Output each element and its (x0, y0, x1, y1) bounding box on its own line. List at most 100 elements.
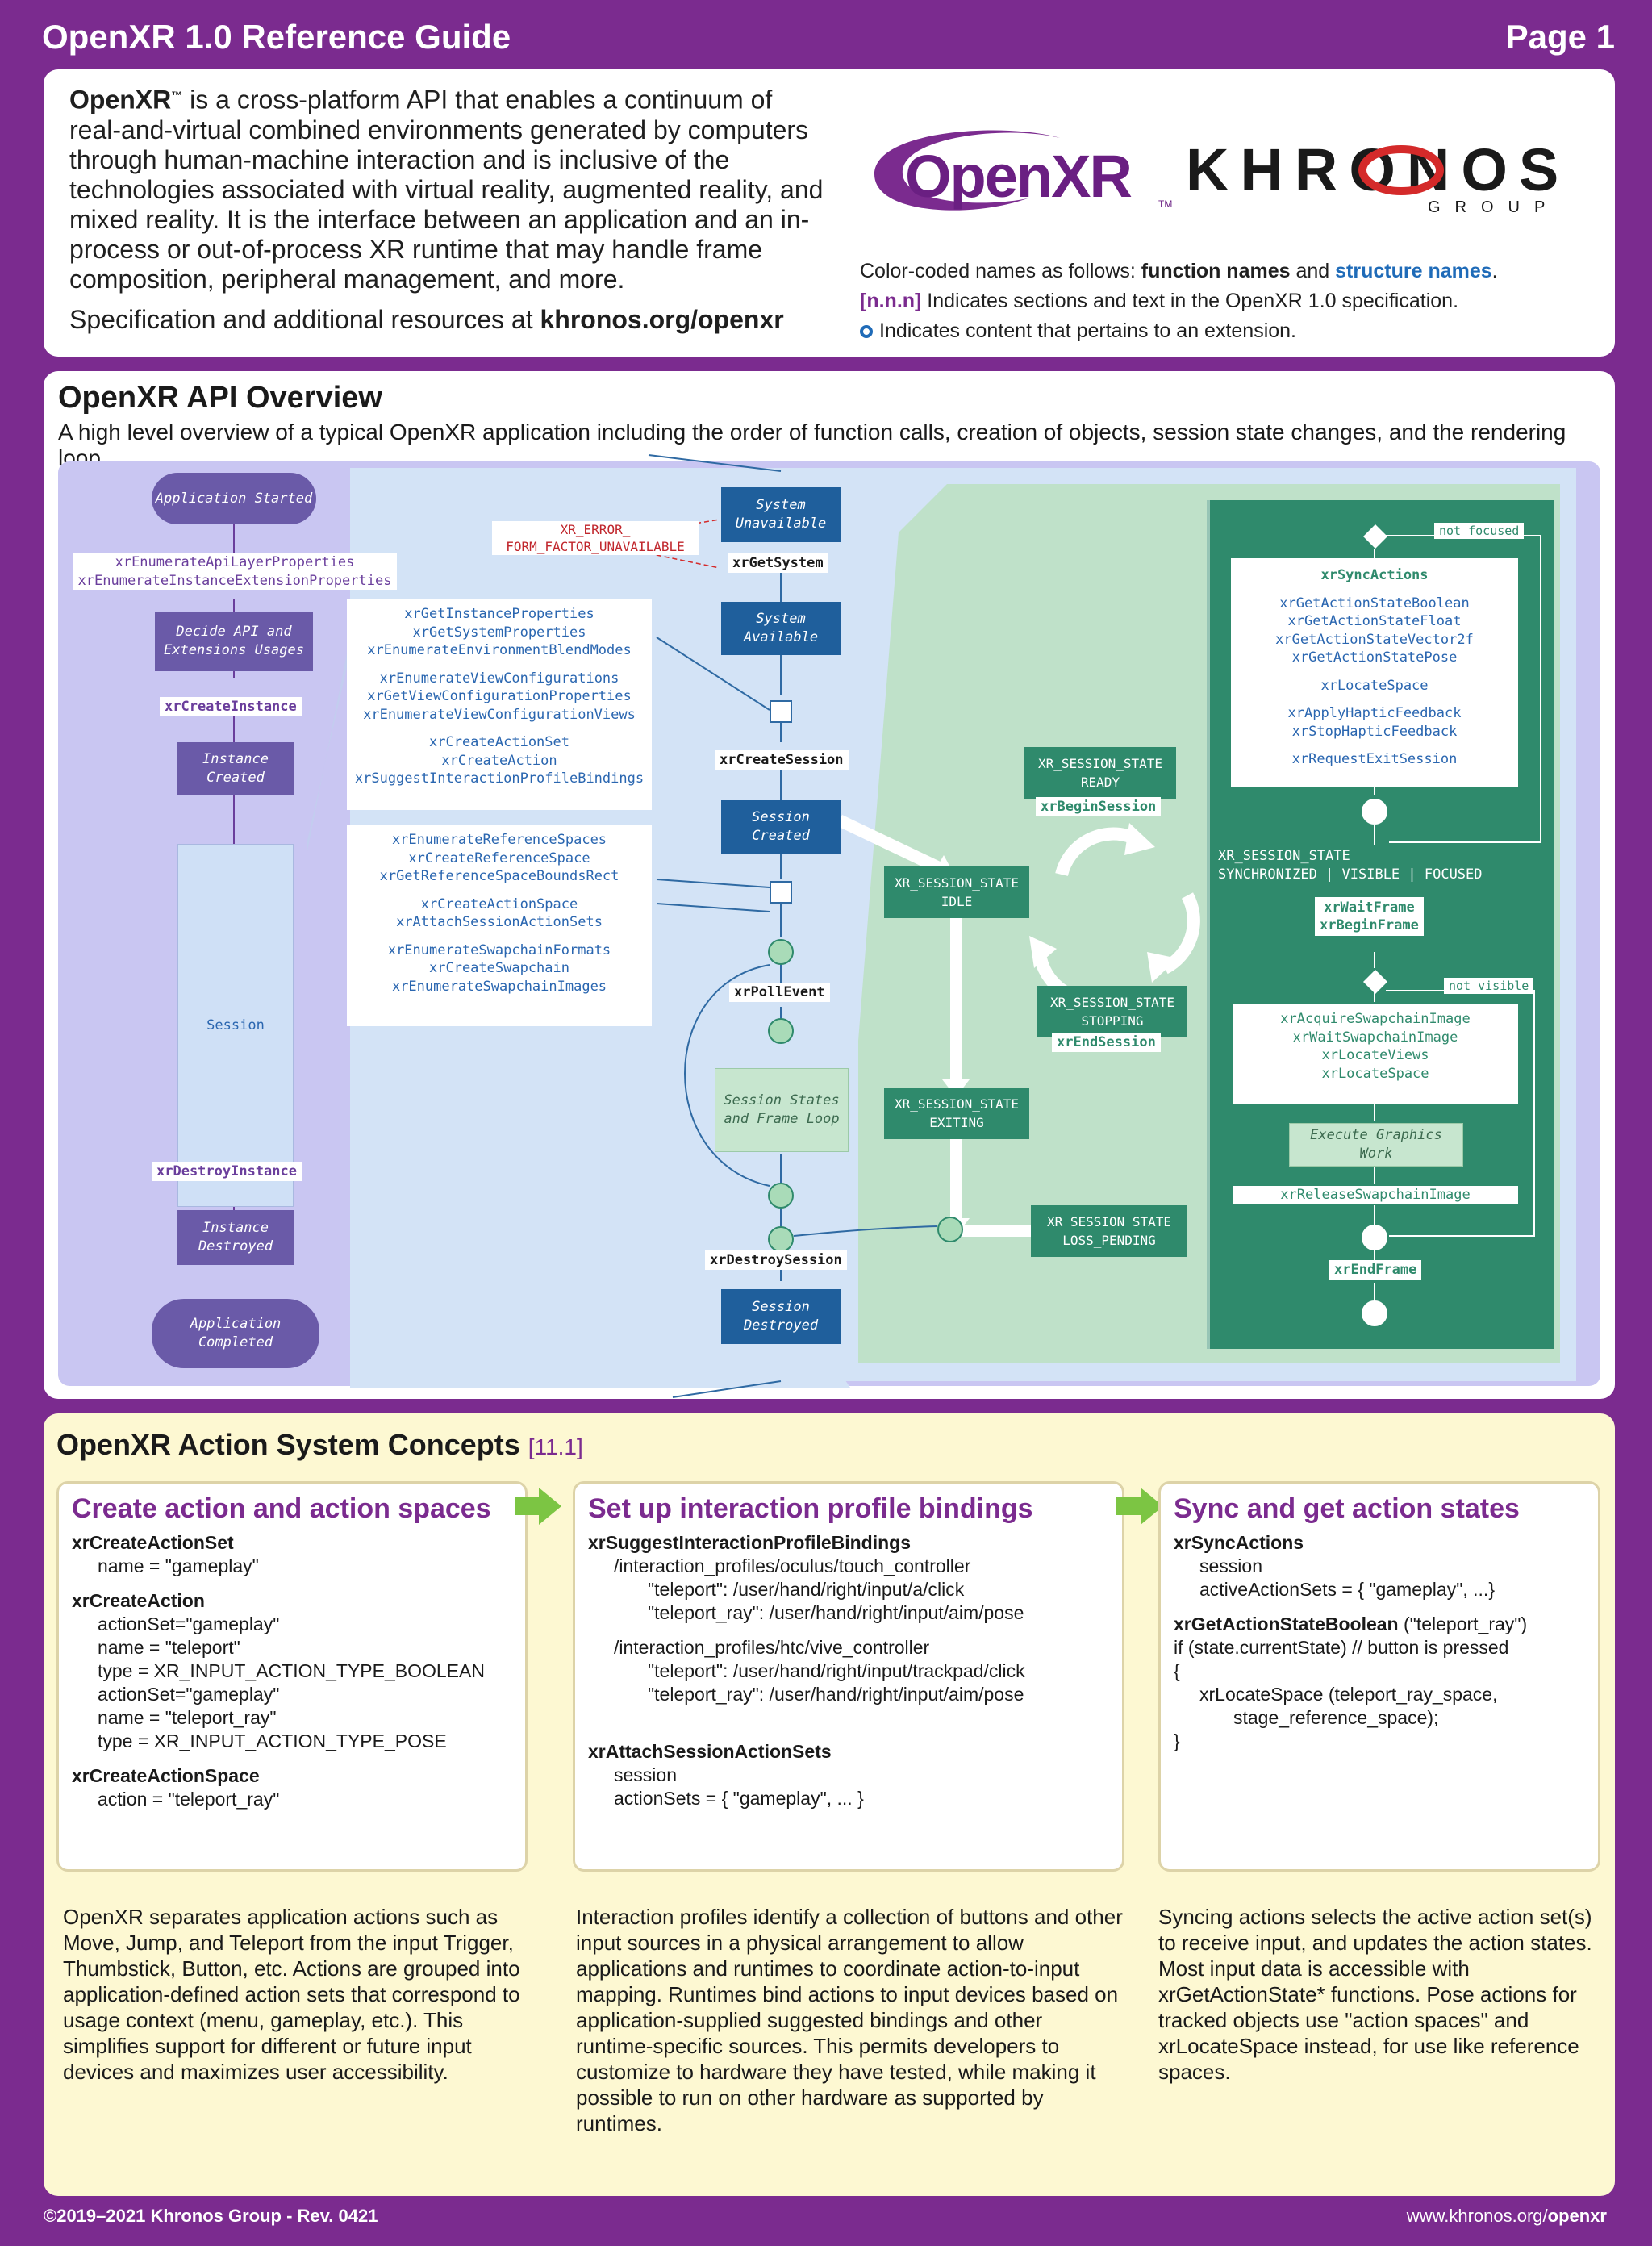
openxr-logo: OpenXR TM (858, 118, 1172, 223)
loop-circle (768, 1183, 794, 1209)
poll-circle-bottom (768, 1018, 794, 1044)
session-destroyed-node: Session Destroyed (721, 1289, 841, 1344)
code-line (72, 1578, 512, 1589)
card-interaction-profiles: Set up interaction profile bindings xrSu… (573, 1481, 1124, 1872)
code-line: if (state.currentState) // button is pre… (1174, 1637, 1509, 1658)
function-item: xrGetViewConfigurationProperties (367, 688, 632, 704)
extension-dot-icon (860, 325, 873, 338)
action-system-title: OpenXR Action System Concepts [11.1] (56, 1428, 583, 1461)
enumerate-layers-list: xrEnumerateApiLayerProperties xrEnumerat… (73, 553, 397, 590)
application-started-node: Application Started (152, 473, 316, 524)
function-item: xrAcquireSwapchainImage (1280, 1011, 1471, 1027)
code-line: session (614, 1764, 677, 1785)
state-idle-node: XR_SESSION_STATE IDLE (884, 866, 1029, 918)
xr-end-session-label: xrEndSession (1052, 1033, 1161, 1052)
code-line: xrSyncActions (1174, 1532, 1304, 1553)
form-factor-error: XR_ERROR_ FORM_FACTOR_UNAVAILABLE (492, 521, 699, 555)
copyright: ©2019–2021 Khronos Group - Rev. 0421 (44, 2206, 378, 2226)
code-line: stage_reference_space); (1233, 1707, 1439, 1728)
diamond-visible (1363, 970, 1387, 994)
function-item: xrApplyHapticFeedback (1287, 705, 1462, 721)
xr-poll-event-label: xrPollEvent (729, 983, 830, 1002)
wait-begin-frame-label: xrWaitFrame xrBeginFrame (1315, 897, 1424, 936)
function-item: xrEnumerateViewConfigurations (379, 670, 620, 687)
function-item: xrCreateActionSpace (420, 895, 578, 912)
overview-subtitle: A high level overview of a typical OpenX… (58, 420, 1566, 470)
code-line: action = "teleport_ray" (98, 1789, 280, 1810)
xr-destroy-instance-label: xrDestroyInstance (152, 1162, 302, 1181)
xr-create-instance-label: xrCreateInstance (160, 697, 302, 716)
state-exiting-node: XR_SESSION_STATE EXITING (884, 1088, 1029, 1139)
function-item (1231, 695, 1518, 704)
function-item (347, 660, 652, 670)
function-item: xrAttachSessionActionSets (396, 914, 603, 930)
system-available-node: System Available (721, 602, 841, 655)
card-create-actions: Create action and action spaces xrCreate… (56, 1481, 528, 1872)
diamond-top (1363, 524, 1387, 549)
function-item (347, 932, 652, 941)
code-line (588, 1706, 1109, 1718)
function-item: xrCreateSwapchain (429, 960, 569, 976)
arrow-right-icon-2 (1116, 1488, 1163, 1525)
overview-title: OpenXR API Overview (58, 381, 382, 415)
function-item: xrGetInstanceProperties (404, 606, 594, 622)
not-focused-tag: not focused (1434, 523, 1525, 539)
not-visible-tag: not visible (1444, 978, 1534, 994)
session-node: Session (177, 844, 294, 1207)
instance-destroyed-node: Instance Destroyed (177, 1210, 294, 1265)
guide-title: OpenXR 1.0 Reference Guide (42, 18, 511, 56)
xr-destroy-session-label: xrDestroySession (705, 1250, 847, 1270)
function-item: xrGetActionStatePose (1291, 649, 1458, 666)
system-junction (770, 700, 792, 723)
end-frame-circle (1362, 1300, 1387, 1326)
state-stopping-node: XR_SESSION_STATE STOPPING (1037, 986, 1187, 1037)
function-item: xrLocateSpace (1320, 677, 1429, 694)
code-line: type = XR_INPUT_ACTION_TYPE_BOOLEAN (98, 1660, 485, 1681)
session-junction (770, 881, 792, 904)
exit-circle (937, 1217, 963, 1242)
desc-interaction-profiles: Interaction profiles identify a collecti… (576, 1905, 1123, 2135)
code-line (588, 1729, 1109, 1740)
destroy-circle (768, 1226, 794, 1252)
desc-create-actions: OpenXR separates application actions suc… (63, 1905, 520, 2084)
state-synchronized-label: XR_SESSION_STATE SYNCHRONIZED | VISIBLE … (1218, 848, 1483, 883)
release-circle (1362, 1225, 1387, 1250)
code-line: xrCreateActionSet (72, 1532, 234, 1553)
function-item: xrCreateReferenceSpace (408, 850, 590, 866)
poll-circle-top (768, 939, 794, 965)
function-item: xrSuggestInteractionProfileBindings (354, 770, 645, 787)
function-item: xrEnumerateViewConfigurationViews (363, 706, 636, 723)
session-created-node: Session Created (721, 800, 841, 854)
system-unavailable-node: System Unavailable (721, 487, 841, 542)
code-line: name = "gameplay" (98, 1555, 259, 1576)
code-line (588, 1718, 1109, 1729)
code-line (72, 1753, 512, 1764)
function-item: xrCreateAction (441, 752, 557, 769)
code-line (1174, 1601, 1585, 1613)
release-image-label: xrReleaseSwapchainImage (1233, 1186, 1518, 1204)
spec-link[interactable]: khronos.org/openxr (540, 305, 784, 334)
function-item: xrLocateViews (1321, 1047, 1429, 1063)
xr-get-system-label: xrGetSystem (728, 553, 828, 573)
code-line: "teleport_ray": /user/hand/right/input/a… (648, 1602, 1024, 1623)
function-item: xrEnumerateEnvironmentBlendModes (367, 642, 632, 658)
function-item: xrEnumerateSwapchainFormats (387, 941, 611, 958)
code-line (588, 1625, 1109, 1636)
code-line: xrSuggestInteractionProfileBindings (588, 1532, 911, 1553)
function-item: xrEnumerateSwapchainImages (391, 978, 607, 995)
function-item (1231, 667, 1518, 677)
code-line: "teleport": /user/hand/right/input/track… (648, 1660, 1025, 1681)
code-line: type = XR_INPUT_ACTION_TYPE_POSE (98, 1730, 447, 1751)
spec-link-line: Specification and additional resources a… (69, 305, 784, 334)
function-item: xrGetActionStateFloat (1287, 613, 1462, 629)
function-item: xrWaitSwapchainImage (1292, 1029, 1458, 1046)
footer-url[interactable]: www.khronos.org/openxr (1406, 2206, 1607, 2226)
code-line: /interaction_profiles/oculus/touch_contr… (614, 1555, 971, 1576)
code-line: /interaction_profiles/htc/vive_controlle… (614, 1637, 930, 1658)
code-line: "teleport_ray": /user/hand/right/input/a… (648, 1684, 1024, 1705)
instance-created-node: Instance Created (177, 742, 294, 795)
state-ready-node: XR_SESSION_STATE READY (1024, 747, 1176, 799)
function-item: xrGetActionStateVector2f (1275, 631, 1474, 648)
